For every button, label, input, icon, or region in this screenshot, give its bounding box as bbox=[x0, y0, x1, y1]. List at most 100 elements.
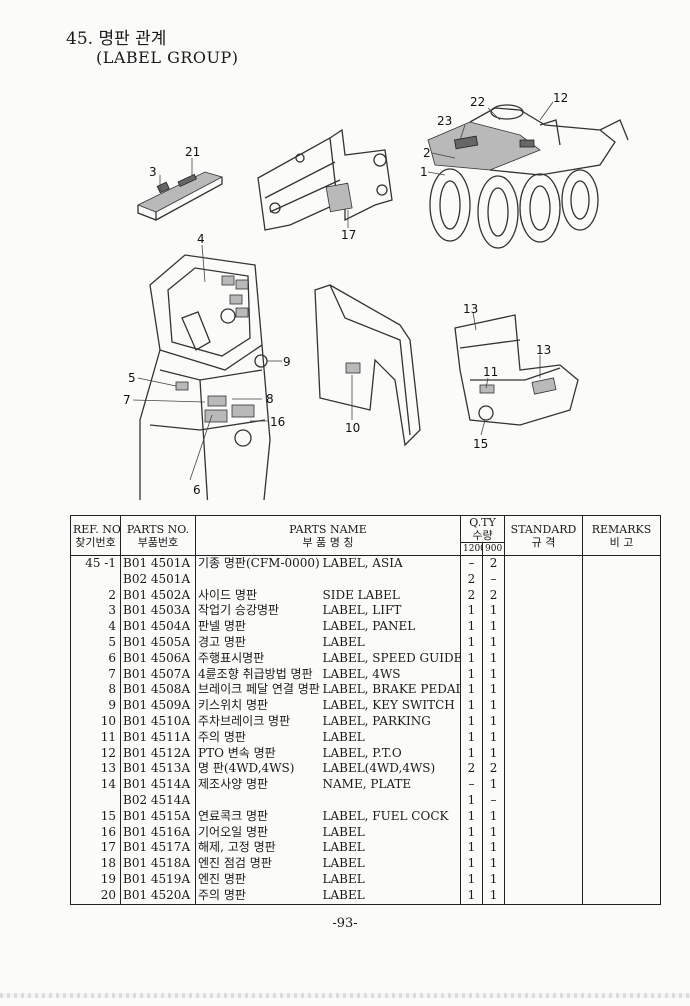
cell-rem bbox=[582, 571, 662, 588]
cell-q1: 1 bbox=[460, 887, 483, 905]
cell-en bbox=[320, 571, 461, 588]
cell-rem bbox=[582, 603, 662, 620]
callout-12: 12 bbox=[553, 91, 568, 105]
cell-pno: B01 4519A bbox=[120, 871, 196, 888]
cell-ko: 주차브레이크 명판 bbox=[195, 713, 321, 730]
cell-rem bbox=[582, 761, 662, 778]
exploded-parts-illustration: 3 21 17 22 12 23 2 1 4 9 5 7 8 16 6 10 1… bbox=[123, 91, 629, 500]
dash-panel-drawing bbox=[139, 254, 271, 500]
cell-q2: 1 bbox=[481, 698, 506, 714]
callout-11: 11 bbox=[483, 365, 498, 379]
cell-ko bbox=[195, 792, 321, 809]
header-qty-1200: 1200 bbox=[460, 542, 483, 556]
cell-rem bbox=[582, 887, 662, 905]
cell-ref: 6 bbox=[70, 650, 121, 667]
cell-ref: 19 bbox=[70, 871, 121, 888]
callout-15: 15 bbox=[473, 437, 488, 451]
cell-ko bbox=[195, 571, 321, 588]
tractor-drawing bbox=[427, 104, 629, 249]
cell-q1: 1 bbox=[460, 792, 483, 809]
cell-en: LABEL bbox=[320, 856, 461, 872]
cell-rem bbox=[582, 745, 662, 762]
callout-13-top: 13 bbox=[463, 302, 478, 316]
cell-ref: 18 bbox=[70, 856, 121, 872]
cell-ref: 12 bbox=[70, 745, 121, 762]
cell-ko: 기어오일 명판 bbox=[195, 824, 321, 841]
cell-ko: 판넬 명판 bbox=[195, 619, 321, 635]
cell-rem bbox=[582, 682, 662, 699]
cell-rem bbox=[582, 840, 662, 857]
cell-pno: B01 4518A bbox=[120, 856, 196, 872]
cell-q1: – bbox=[460, 777, 483, 793]
cell-q1: 2 bbox=[460, 761, 483, 778]
cell-ref: 4 bbox=[70, 619, 121, 635]
cell-ko: 주의 명판 bbox=[195, 729, 321, 746]
cell-en: LABEL, KEY SWITCH bbox=[320, 698, 461, 714]
callout-2: 2 bbox=[423, 146, 431, 160]
cell-std bbox=[504, 571, 584, 588]
cell-pno: B01 4505A bbox=[120, 634, 196, 651]
cell-pno: B01 4503A bbox=[120, 603, 196, 620]
cell-ref bbox=[70, 792, 121, 809]
callout-16: 16 bbox=[270, 415, 285, 429]
cell-std bbox=[504, 713, 584, 730]
cell-pno: B01 4506A bbox=[120, 650, 196, 667]
cell-rem bbox=[582, 587, 662, 604]
cell-pno: B01 4510A bbox=[120, 713, 196, 730]
cell-pno: B01 4516A bbox=[120, 824, 196, 841]
cell-en: LABEL bbox=[320, 634, 461, 651]
cell-q2: 1 bbox=[481, 856, 506, 872]
cell-std bbox=[504, 666, 584, 683]
cell-std bbox=[504, 840, 584, 857]
cell-en bbox=[320, 792, 461, 809]
cell-en: LABEL, LIFT bbox=[320, 603, 461, 620]
cell-en: LABEL, 4WS bbox=[320, 666, 461, 683]
cell-q1: 1 bbox=[460, 856, 483, 872]
cell-q1: 1 bbox=[460, 634, 483, 651]
header-parts-no: PARTS NO.부품번호 bbox=[120, 515, 196, 556]
cell-q2: 1 bbox=[481, 745, 506, 762]
cell-rem bbox=[582, 713, 662, 730]
frame-drawing bbox=[257, 128, 393, 231]
cell-en: LABEL, PARKING bbox=[320, 713, 461, 730]
cell-q2: 1 bbox=[481, 777, 506, 793]
cell-ko: 엔진 점검 명판 bbox=[195, 856, 321, 872]
cell-q2: 1 bbox=[481, 808, 506, 825]
cell-ref bbox=[70, 571, 121, 588]
cell-std bbox=[504, 792, 584, 809]
cell-ref: 8 bbox=[70, 682, 121, 699]
cell-pno: B02 4501A bbox=[120, 571, 196, 588]
scan-artifact bbox=[0, 993, 690, 998]
cell-pno: B02 4514A bbox=[120, 792, 196, 809]
cell-rem bbox=[582, 698, 662, 714]
callout-13-right: 13 bbox=[536, 343, 551, 357]
cell-en: NAME, PLATE bbox=[320, 777, 461, 793]
cell-ko: 경고 명판 bbox=[195, 634, 321, 651]
cell-q1: 2 bbox=[460, 587, 483, 604]
cell-ref: 5 bbox=[70, 634, 121, 651]
callout-21: 21 bbox=[185, 145, 200, 159]
cell-q2: 1 bbox=[481, 682, 506, 699]
cell-en: LABEL bbox=[320, 840, 461, 857]
cell-q1: 1 bbox=[460, 698, 483, 714]
cell-q1: 1 bbox=[460, 824, 483, 841]
cell-rem bbox=[582, 619, 662, 635]
cell-pno: B01 4520A bbox=[120, 887, 196, 905]
cell-ref: 10 bbox=[70, 713, 121, 730]
callout-9: 9 bbox=[283, 355, 291, 369]
cell-std bbox=[504, 871, 584, 888]
cell-q1: 1 bbox=[460, 682, 483, 699]
cell-std bbox=[504, 634, 584, 651]
cell-ref: 7 bbox=[70, 666, 121, 683]
cell-q1: 1 bbox=[460, 745, 483, 762]
cell-std bbox=[504, 650, 584, 667]
cell-std bbox=[504, 682, 584, 699]
